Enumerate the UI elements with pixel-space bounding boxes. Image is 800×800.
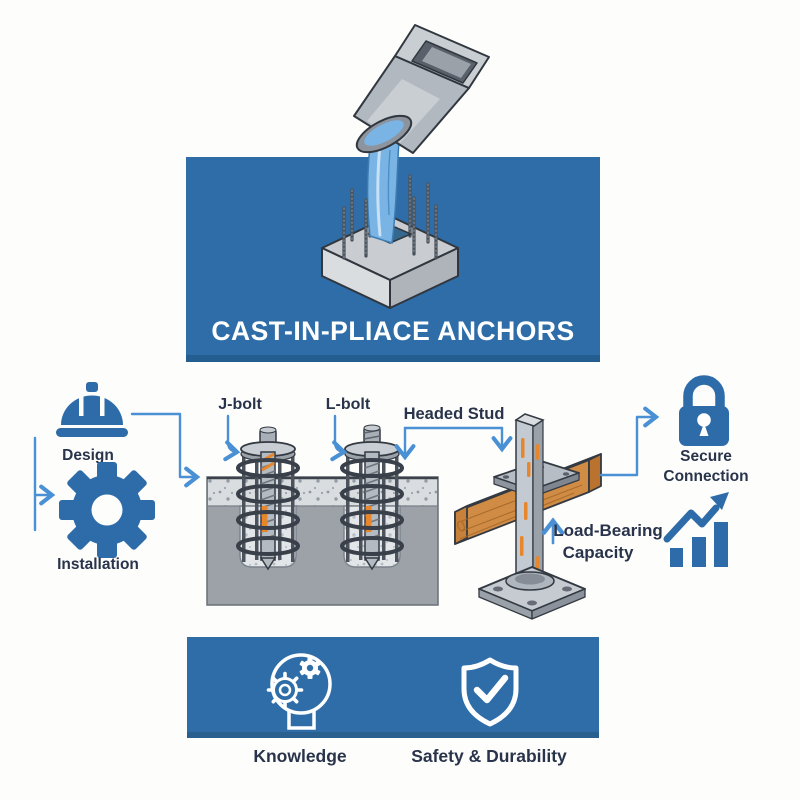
headed-stud-column-icon <box>514 413 545 586</box>
base-plate-icon <box>478 566 586 620</box>
title-text: CAST-IN-PLIACE ANCHORS <box>211 316 574 346</box>
j-bolt-label: J-bolt <box>218 396 262 413</box>
load-bearing-label-line2: Capacity <box>563 543 634 562</box>
footer-panel <box>187 637 599 738</box>
design-label: Design <box>62 447 114 464</box>
growth-chart-icon <box>663 492 729 567</box>
beam-to-lock-connector <box>599 406 660 477</box>
j-bolt-anchor-icon <box>236 426 300 571</box>
secure-connection-label-line1: Secure <box>680 448 732 465</box>
padlock-icon <box>679 375 729 446</box>
headed-stud-label: Headed Stud <box>404 405 505 423</box>
installation-label: Installation <box>57 556 139 573</box>
secure-connection-label-line2: Connection <box>663 468 748 485</box>
concrete-chute-icon <box>353 24 490 154</box>
hard-hat-icon <box>56 382 128 437</box>
safety-durability-label: Safety & Durability <box>411 746 567 766</box>
l-bolt-label: L-bolt <box>326 396 371 413</box>
knowledge-label: Knowledge <box>253 746 347 766</box>
anchor-label-arrows <box>223 414 513 462</box>
load-bearing-label-line1: Load-Bearing <box>553 521 663 540</box>
rebar-dowels-front <box>342 196 438 260</box>
l-bolt-anchor-icon <box>340 424 404 571</box>
gear-icon <box>59 462 155 558</box>
flow-connectors <box>33 412 201 532</box>
head-gears-icon <box>266 653 332 730</box>
shield-check-icon <box>461 657 519 727</box>
